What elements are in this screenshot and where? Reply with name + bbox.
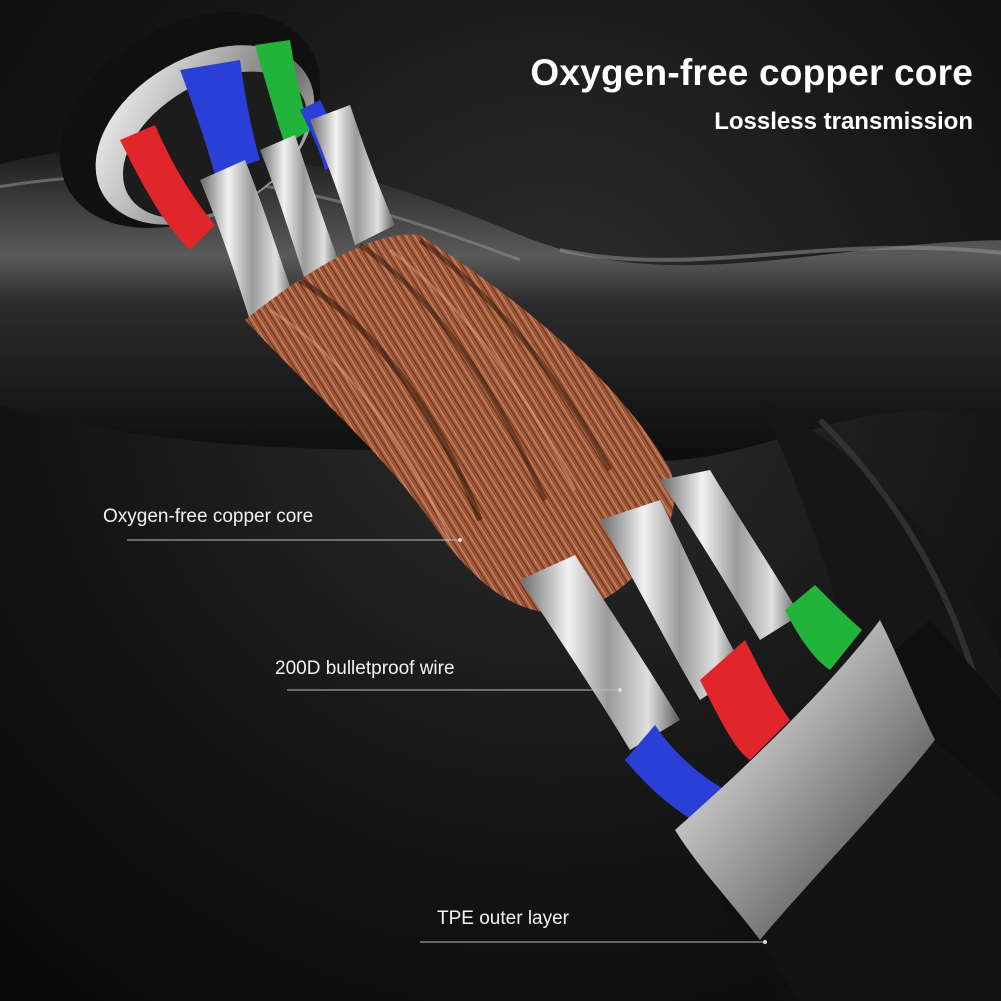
- callout-tpe-outer-layer: TPE outer layer: [437, 908, 569, 929]
- callout-copper-core: Oxygen-free copper core: [103, 506, 314, 527]
- callout-bulletproof-wire: 200D bulletproof wire: [275, 658, 455, 679]
- headline-subtitle: Lossless transmission: [714, 108, 973, 135]
- headline-title: Oxygen-free copper core: [530, 52, 973, 93]
